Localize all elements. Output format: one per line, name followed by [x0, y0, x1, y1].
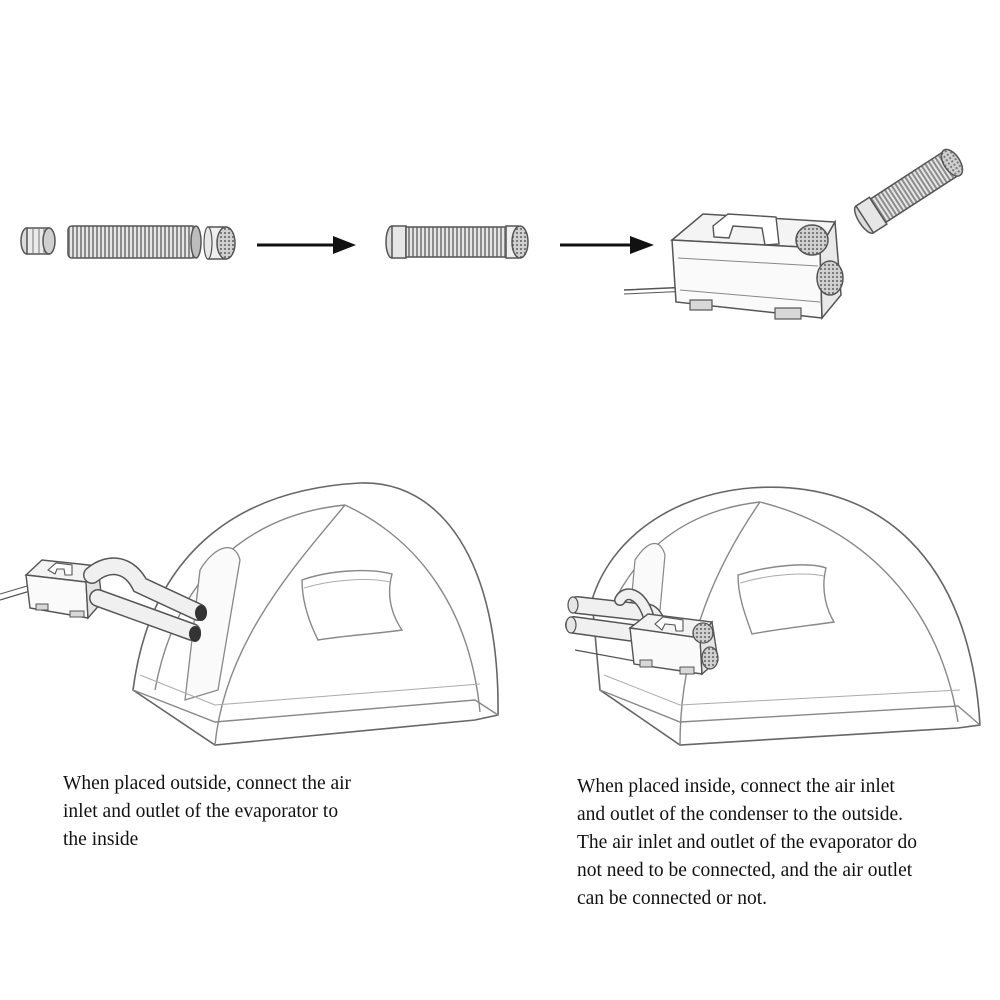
caption-line: When placed inside, connect the air inle… [577, 776, 895, 797]
air-conditioner-unit-right [628, 613, 719, 676]
air-conditioner-unit [623, 213, 844, 321]
caption-line: can be connected or not. [577, 888, 768, 909]
caption-line: The air inlet and outlet of the evaporat… [577, 832, 918, 853]
arrow-right-icon [560, 236, 654, 254]
hose-kit-exploded [20, 225, 236, 260]
hose-detached [853, 148, 964, 234]
caption-line: When placed outside, connect the air [63, 773, 352, 794]
hoses-to-tent-left [83, 557, 207, 642]
caption-placed-inside: When placed inside, connect the air inle… [577, 773, 987, 913]
caption-line: inlet and outlet of the evaporator to [63, 801, 339, 822]
caption-placed-outside: When placed outside, connect the air inl… [63, 770, 423, 854]
caption-line: the inside [63, 829, 139, 850]
hose-assembled [385, 225, 529, 259]
grille-end-cap [203, 226, 236, 260]
tent-inside-setup [565, 486, 981, 746]
caption-line: not need to be connected, and the air ou… [577, 860, 913, 881]
corrugated-hose [67, 225, 202, 259]
tent-outside-setup [0, 482, 499, 746]
arrow-right-icon [257, 236, 356, 254]
threaded-connector [20, 227, 56, 255]
caption-line: and outlet of the condenser to the outsi… [577, 804, 903, 825]
